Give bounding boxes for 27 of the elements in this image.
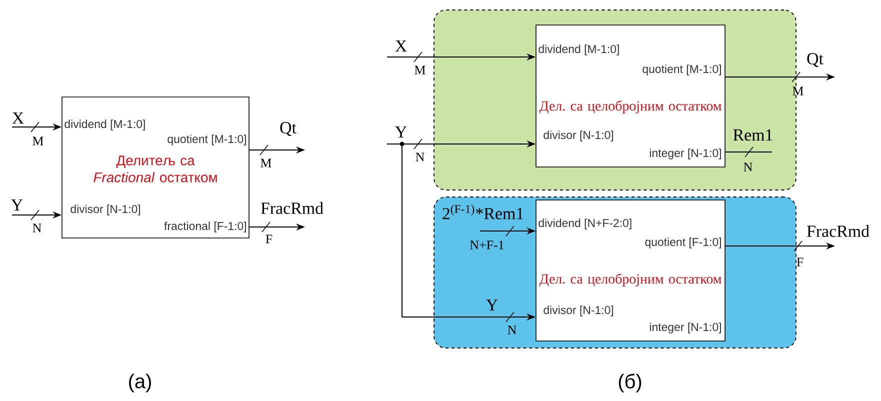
signal-name: FracRmd: [806, 225, 870, 237]
bus-width: M: [414, 66, 426, 74]
bus-width: N: [32, 224, 42, 232]
bus-width: M: [32, 136, 44, 146]
divider-block: dividend [N+F-2:0] quotient [F-1:0] Дел. са целобројним остатком divisor [N-1:0] integer [N-1:0]: [536, 200, 726, 342]
bus-width: F: [266, 234, 272, 244]
signal-name: 2$^{(F-1)}$*Rem1: [442, 204, 524, 220]
signal-name: Y: [486, 299, 498, 311]
divider-block: dividend [M-1:0] quotient [M-1:0] Делитељ са Fractional остатком divisor [N-1:0] fractional [F-1:0]: [62, 96, 250, 238]
signal-name: FracRmd: [260, 202, 324, 214]
bus-width: N: [508, 326, 516, 334]
bus-width: N: [744, 162, 752, 172]
panel-caption: (а): [129, 374, 151, 392]
bus-width: F: [796, 258, 804, 266]
signal-name: Y: [11, 199, 23, 211]
signal-name: Rem1: [733, 129, 772, 141]
divider-block: dividend [M-1:0] quotient [M-1:0] Дел. са целобројним остатком divisor [N-1:0] integer [N-1:0]: [536, 24, 726, 168]
bus-width: N: [416, 152, 424, 162]
bus-width: N+F-1: [470, 240, 504, 250]
signal-name: Y: [395, 126, 407, 138]
signal-name: Qt: [807, 53, 824, 67]
bus-width: M: [260, 158, 272, 168]
panel-caption: (б): [618, 374, 642, 392]
bus-width: M: [792, 86, 804, 96]
signal-name: Qt: [280, 122, 296, 136]
signal-name: X: [12, 112, 24, 124]
signal-name: X: [395, 40, 407, 52]
